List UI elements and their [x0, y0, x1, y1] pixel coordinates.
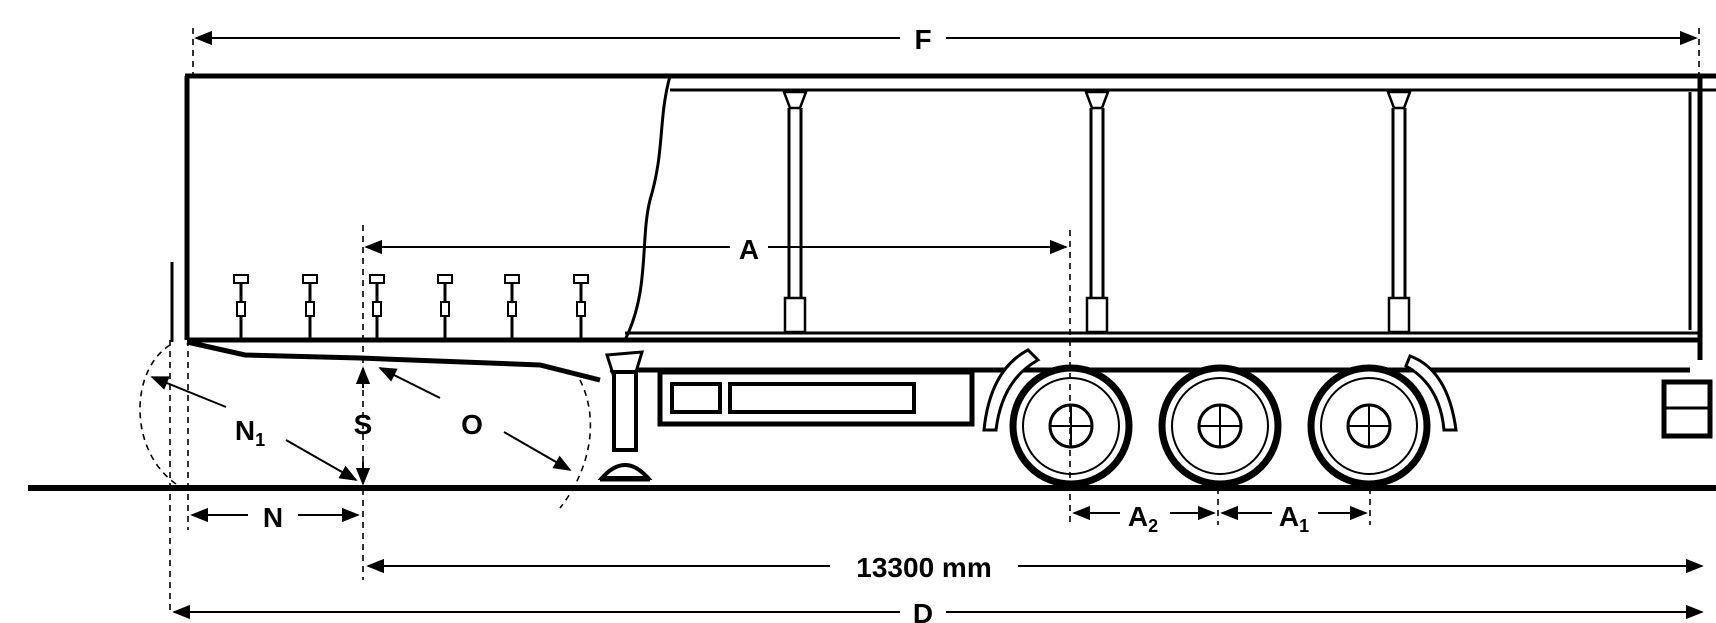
stake	[573, 274, 589, 340]
dimension-d: D	[172, 598, 1704, 623]
dimension-a1: A1	[1220, 501, 1368, 536]
dimension-o-label: O	[461, 409, 483, 440]
dimension-a1-label: A1	[1279, 501, 1309, 536]
stake	[302, 274, 318, 340]
wheel	[1009, 364, 1133, 488]
dimension-n1-label: N1	[235, 415, 265, 450]
dimension-n: N	[190, 502, 360, 533]
rear-guard	[1661, 379, 1713, 439]
stake-row	[233, 274, 589, 340]
side-post	[1084, 90, 1110, 334]
landing-gear	[597, 350, 653, 482]
construction-lines	[139, 28, 1700, 615]
side-post	[782, 90, 808, 334]
side-frame	[657, 369, 975, 427]
dimension-kingpin-to-rear: 13300 mm	[366, 552, 1704, 583]
dimension-kingpin-to-rear-label: 13300 mm	[856, 552, 991, 583]
stake	[369, 274, 385, 340]
side-post	[1386, 90, 1412, 334]
stake	[437, 274, 453, 340]
dimension-n1: N1	[150, 376, 358, 481]
dimension-a-label: A	[739, 234, 759, 265]
dimension-s: S	[354, 366, 373, 486]
trailer-body	[170, 73, 1716, 383]
side-posts	[782, 90, 1692, 334]
wheel	[1158, 364, 1282, 488]
dimension-a2: A2	[1072, 501, 1216, 536]
wheel	[1307, 364, 1431, 488]
dimension-a: A	[364, 234, 1068, 265]
dimension-a2-label: A2	[1128, 501, 1158, 536]
dimension-s-label: S	[354, 409, 373, 440]
dimension-n-label: N	[263, 502, 283, 533]
dimension-o: O	[378, 367, 572, 471]
dimension-f-label: F	[914, 24, 931, 55]
dimension-f: F	[194, 24, 1698, 55]
stake	[504, 274, 520, 340]
stake	[233, 274, 249, 340]
dimension-d-label: D	[913, 598, 933, 623]
mudguards	[982, 348, 1458, 432]
